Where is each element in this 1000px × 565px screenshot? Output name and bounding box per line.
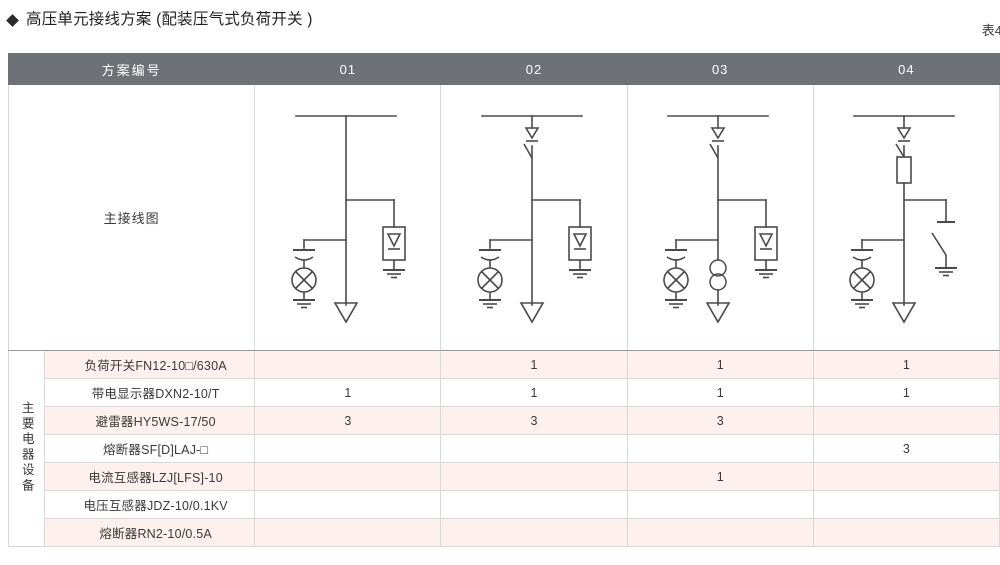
header-scheme-02: 02 [440, 53, 628, 85]
equipment-qty-4-03: 1 [626, 462, 814, 491]
surge-arrester-symbol [568, 226, 592, 279]
equipment-name-0: 负荷开关FN12-10□/630A [44, 350, 256, 379]
equipment-qty-5-02 [440, 490, 628, 519]
voltage-indicator-symbol [663, 249, 689, 309]
equipment-group-label: 主要电器设备 [19, 400, 34, 494]
equipment-qty-0-04: 1 [812, 350, 1000, 379]
cable-termination-symbol [705, 302, 731, 324]
equipment-qty-5-01 [254, 490, 442, 519]
equipment-qty-2-04 [812, 406, 1000, 435]
equipment-qty-4-02 [440, 462, 628, 491]
diagram-cell-04 [812, 84, 1000, 351]
equipment-qty-2-03: 3 [626, 406, 814, 435]
equipment-qty-1-01: 1 [254, 378, 442, 407]
main-wiring-diagram-row: 主接线图 [7, 84, 1000, 351]
circuit-diagram-02 [477, 115, 592, 324]
equipment-row-3: 熔断器SF[D]LAJ-□ 3 [9, 434, 1000, 463]
diagram-cell-03 [626, 84, 814, 351]
equipment-name-6: 熔断器RN2-10/0.5A [44, 518, 256, 547]
diagram-cell-01 [254, 84, 442, 351]
equipment-qty-1-03: 1 [626, 378, 814, 407]
equipment-qty-2-02: 3 [440, 406, 628, 435]
equipment-row-6: 熔断器RN2-10/0.5A [9, 518, 1000, 547]
load-switch-symbol [895, 127, 912, 158]
current-transformer-symbol [709, 259, 727, 291]
cable-termination-symbol [891, 302, 917, 324]
main-wiring-diagram-label: 主接线图 [103, 211, 160, 226]
equipment-qty-6-04 [812, 518, 1000, 547]
header-scheme-04: 04 [812, 53, 1000, 85]
equipment-group-label-cell: 主要电器设备 [7, 350, 46, 547]
wiring-scheme-table: 方案编号 01 02 03 04 主接线图 [7, 53, 1000, 547]
equipment-qty-3-01 [254, 434, 442, 463]
equipment-qty-4-04 [812, 462, 1000, 491]
equipment-row-5: 电压互感器JDZ-10/0.1KV [9, 490, 1000, 519]
equipment-qty-2-01: 3 [254, 406, 442, 435]
voltage-indicator-symbol [477, 249, 503, 309]
equipment-qty-6-02 [440, 518, 628, 547]
equipment-row-2: 避雷器HY5WS-17/50 3 3 3 [9, 406, 1000, 435]
equipment-qty-0-01 [254, 350, 442, 379]
circuit-diagram-03 [663, 115, 778, 324]
page-title-bar: 高压单元接线方案 (配装压气式负荷开关 ) 表4 [0, 0, 1000, 47]
equipment-qty-0-02: 1 [440, 350, 628, 379]
header-scheme-03: 03 [626, 53, 814, 85]
equipment-qty-1-02: 1 [440, 378, 628, 407]
voltage-indicator-symbol [291, 249, 317, 309]
equipment-row-1: 带电显示器DXN2-10/T 1 1 1 1 [9, 378, 1000, 407]
equipment-name-1: 带电显示器DXN2-10/T [44, 378, 256, 407]
equipment-qty-5-04 [812, 490, 1000, 519]
equipment-qty-1-04: 1 [812, 378, 1000, 407]
equipment-qty-4-01 [254, 462, 442, 491]
equipment-qty-3-02 [440, 434, 628, 463]
equipment-qty-6-01 [254, 518, 442, 547]
equipment-name-4: 电流互感器LZJ[LFS]-10 [44, 462, 256, 491]
surge-arrester-symbol [382, 226, 406, 279]
header-scheme-number: 方案编号 [7, 53, 256, 85]
page-title: 高压单元接线方案 (配装压气式负荷开关 ) [26, 11, 313, 28]
equipment-name-3: 熔断器SF[D]LAJ-□ [44, 434, 256, 463]
equipment-name-5: 电压互感器JDZ-10/0.1KV [44, 490, 256, 519]
equipment-name-2: 避雷器HY5WS-17/50 [44, 406, 256, 435]
earthing-switch-symbol [931, 221, 958, 277]
load-switch-symbol [523, 127, 540, 159]
equipment-qty-3-03 [626, 434, 814, 463]
equipment-qty-6-03 [626, 518, 814, 547]
equipment-row-4: 电流互感器LZJ[LFS]-10 1 [9, 462, 1000, 491]
load-switch-symbol [709, 127, 726, 159]
equipment-row-0: 主要电器设备 负荷开关FN12-10□/630A 1 1 1 [7, 350, 1000, 547]
equipment-qty-3-04: 3 [812, 434, 1000, 463]
fuse-symbol [896, 156, 913, 184]
equipment-qty-0-03: 1 [626, 350, 814, 379]
equipment-qty-5-03 [626, 490, 814, 519]
voltage-indicator-symbol [849, 249, 876, 309]
surge-arrester-symbol [754, 226, 778, 279]
circuit-diagram-01 [291, 115, 406, 324]
table-number-label: 表4 [981, 23, 1000, 38]
diagram-cell-02 [440, 84, 628, 351]
cable-termination-symbol [333, 302, 359, 324]
diamond-bullet-icon [6, 14, 19, 27]
header-scheme-01: 01 [254, 53, 442, 85]
table-header-row: 方案编号 01 02 03 04 [7, 53, 1000, 85]
main-wiring-diagram-label-cell: 主接线图 [7, 84, 256, 351]
circuit-diagram-04 [849, 115, 958, 324]
cable-termination-symbol [519, 302, 545, 324]
